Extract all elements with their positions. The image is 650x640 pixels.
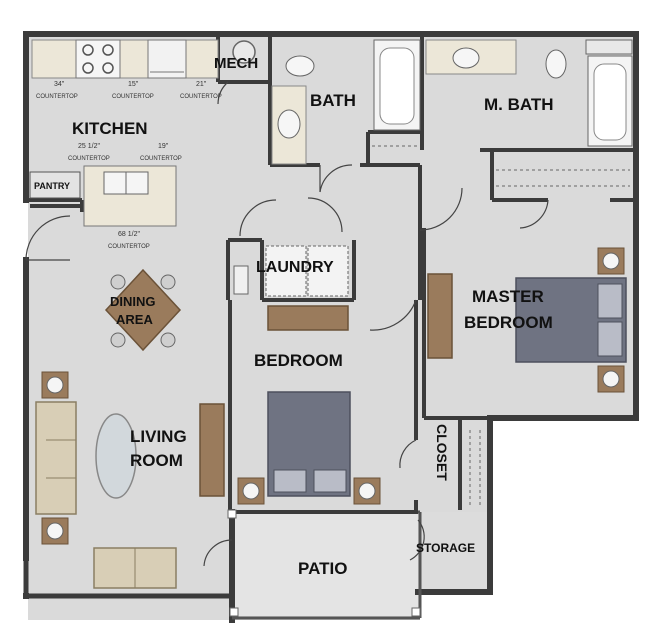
label-mech: MECH bbox=[214, 55, 258, 72]
bedroom-dresser bbox=[267, 305, 349, 331]
label-master-bath: M. BATH bbox=[484, 95, 554, 114]
exterior-area bbox=[490, 418, 640, 548]
label-master-bedroom-1: MASTER bbox=[472, 287, 544, 306]
storage-floor bbox=[418, 512, 490, 592]
laundry-shelf bbox=[233, 265, 249, 295]
closet-shelves bbox=[372, 145, 630, 508]
label-bedroom: BEDROOM bbox=[254, 351, 343, 370]
kitchen-countertop bbox=[31, 39, 219, 79]
label-dining-1: DINING bbox=[110, 294, 156, 309]
dim-25: 25 1/2" bbox=[78, 143, 100, 150]
label-storage: STORAGE bbox=[416, 541, 475, 555]
label-master-bedroom-2: BEDROOM bbox=[464, 313, 553, 332]
label-closet: CLOSET bbox=[434, 424, 450, 481]
dim-15: 15" bbox=[128, 81, 139, 88]
burner bbox=[82, 44, 94, 56]
label-dining-2: AREA bbox=[116, 312, 153, 327]
dim-21-countertop: COUNTERTOP bbox=[180, 94, 222, 100]
dining-table bbox=[104, 268, 182, 352]
tv-console bbox=[199, 403, 225, 497]
master-bath-sink bbox=[452, 47, 480, 69]
sofa bbox=[35, 401, 77, 515]
door-swings bbox=[25, 81, 549, 567]
dim-68: 68 1/2" bbox=[118, 231, 140, 238]
bath-sink bbox=[277, 109, 301, 139]
washer bbox=[265, 245, 307, 297]
dim-34: 34" bbox=[54, 81, 65, 88]
label-laundry: LAUNDRY bbox=[256, 259, 334, 276]
living-room-walls bbox=[23, 540, 232, 599]
dim-68-countertop: COUNTERTOP bbox=[108, 244, 150, 250]
label-living-2: ROOM bbox=[130, 451, 183, 470]
dim-15-countertop: COUNTERTOP bbox=[112, 94, 154, 100]
bath-toilet bbox=[285, 55, 315, 77]
master-bath-toilet bbox=[545, 49, 567, 79]
stove bbox=[75, 39, 121, 79]
burner bbox=[102, 44, 114, 56]
dim-25-countertop: COUNTERTOP bbox=[68, 156, 110, 162]
patio-railing bbox=[227, 509, 421, 617]
dim-19: 19" bbox=[158, 143, 169, 150]
label-pantry: PANTRY bbox=[34, 181, 70, 191]
label-bath: BATH bbox=[310, 91, 356, 110]
label-kitchen: KITCHEN bbox=[72, 119, 148, 138]
burner bbox=[102, 62, 114, 74]
water-heater bbox=[232, 40, 256, 64]
interior-walls bbox=[28, 36, 636, 514]
dryer bbox=[307, 245, 349, 297]
label-living-1: LIVING bbox=[130, 427, 187, 446]
patio-floor bbox=[232, 512, 418, 616]
label-patio: PATIO bbox=[298, 559, 347, 578]
pantry bbox=[29, 171, 81, 199]
master-dresser bbox=[427, 273, 453, 359]
coffee-table bbox=[95, 413, 137, 499]
dim-34-countertop: COUNTERTOP bbox=[36, 94, 78, 100]
dim-21: 21" bbox=[196, 81, 207, 88]
burner bbox=[82, 62, 94, 74]
dim-19-countertop: COUNTERTOP bbox=[140, 156, 182, 162]
